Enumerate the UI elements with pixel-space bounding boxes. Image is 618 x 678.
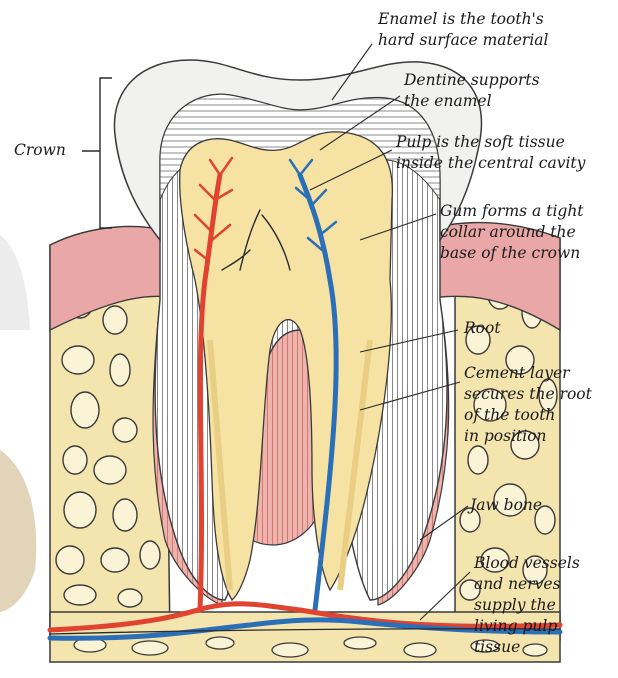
label-gum: Gum forms a tight collar around the base… — [440, 201, 584, 264]
label-enamel: Enamel is the tooth's hard surface mater… — [378, 9, 549, 51]
left-edge-tooth-fragment — [0, 450, 36, 612]
label-root: Root — [464, 318, 501, 339]
label-blood-vessels: Blood vessels and nerves supply the livi… — [474, 553, 580, 658]
label-pulp: Pulp is the soft tissue inside the centr… — [396, 132, 585, 174]
label-jaw-bone: Jaw bone — [470, 495, 542, 516]
crown-bracket — [82, 78, 112, 228]
label-crown: Crown — [14, 140, 66, 161]
left-edge-shadow — [0, 235, 30, 330]
label-dentine: Dentine supports the enamel — [404, 70, 540, 112]
label-cement-layer: Cement layer secures the root of the too… — [464, 363, 592, 447]
